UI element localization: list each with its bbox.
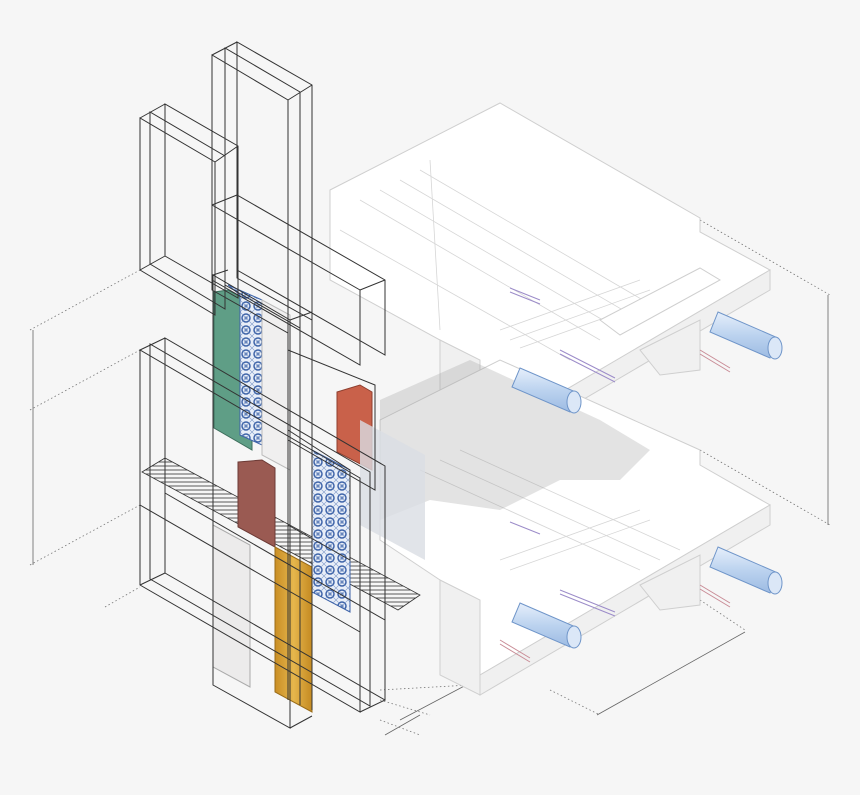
duct-icon [511,602,582,649]
steel-frames [139,41,386,729]
cladding-panels [212,284,425,713]
lower-floor-slab [379,359,771,696]
frame-icon [212,269,376,729]
service-pipes [499,287,731,663]
frame-icon [139,337,386,713]
brown-marble-panel [237,459,276,548]
white-marble-panel-lower [212,524,251,688]
blue-tile-panel-lower [311,449,351,613]
frame-icon [211,41,313,334]
frame-icon [139,103,239,316]
white-marble-panel-upper [261,299,291,471]
cast-shadow [380,360,650,520]
ventilation-ducts [511,311,783,649]
duct-icon [709,546,783,595]
duct-icon [511,367,582,414]
dimension-lines [29,219,831,736]
duct-icon [709,311,783,360]
ochre-marble-panel [274,546,313,713]
grey-glass-panel [360,420,425,560]
